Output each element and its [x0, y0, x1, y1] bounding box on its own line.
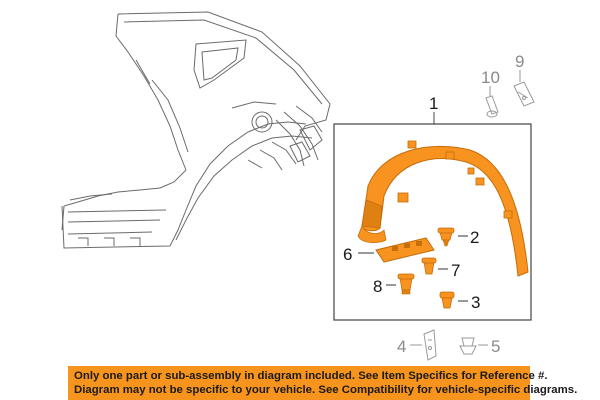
disclaimer-line-2: Diagram may not be specific to your vehi… — [74, 384, 578, 396]
part-9-bracket — [513, 81, 535, 107]
wheel-arch-moulding — [357, 140, 529, 277]
callout-3: 3 — [471, 293, 481, 312]
part-5-clip — [459, 337, 477, 355]
part-8-clip — [397, 273, 415, 295]
part-4-bracket — [423, 329, 437, 361]
part-10-bolt — [485, 95, 499, 118]
part-3-clip — [439, 291, 455, 309]
callout-1: 1 — [429, 94, 439, 113]
callout-4: 4 — [397, 337, 407, 356]
callout-5: 5 — [491, 337, 501, 356]
disclaimer-line-1: Only one part or sub-assembly in diagram… — [74, 370, 548, 382]
part-2-clip — [437, 227, 455, 247]
callout-10: 10 — [481, 68, 500, 87]
disclaimer-banner: Only one part or sub-assembly in diagram… — [68, 366, 578, 400]
callout-7: 7 — [451, 261, 461, 280]
part-6-plate — [375, 237, 435, 263]
callout-6: 6 — [343, 245, 353, 264]
callout-9: 9 — [515, 52, 525, 71]
quarter-panel-line-art — [61, 11, 331, 249]
part-7-clip — [421, 257, 437, 275]
callout-2: 2 — [470, 228, 480, 247]
group-box-1 — [333, 123, 532, 321]
callout-8: 8 — [373, 277, 383, 296]
